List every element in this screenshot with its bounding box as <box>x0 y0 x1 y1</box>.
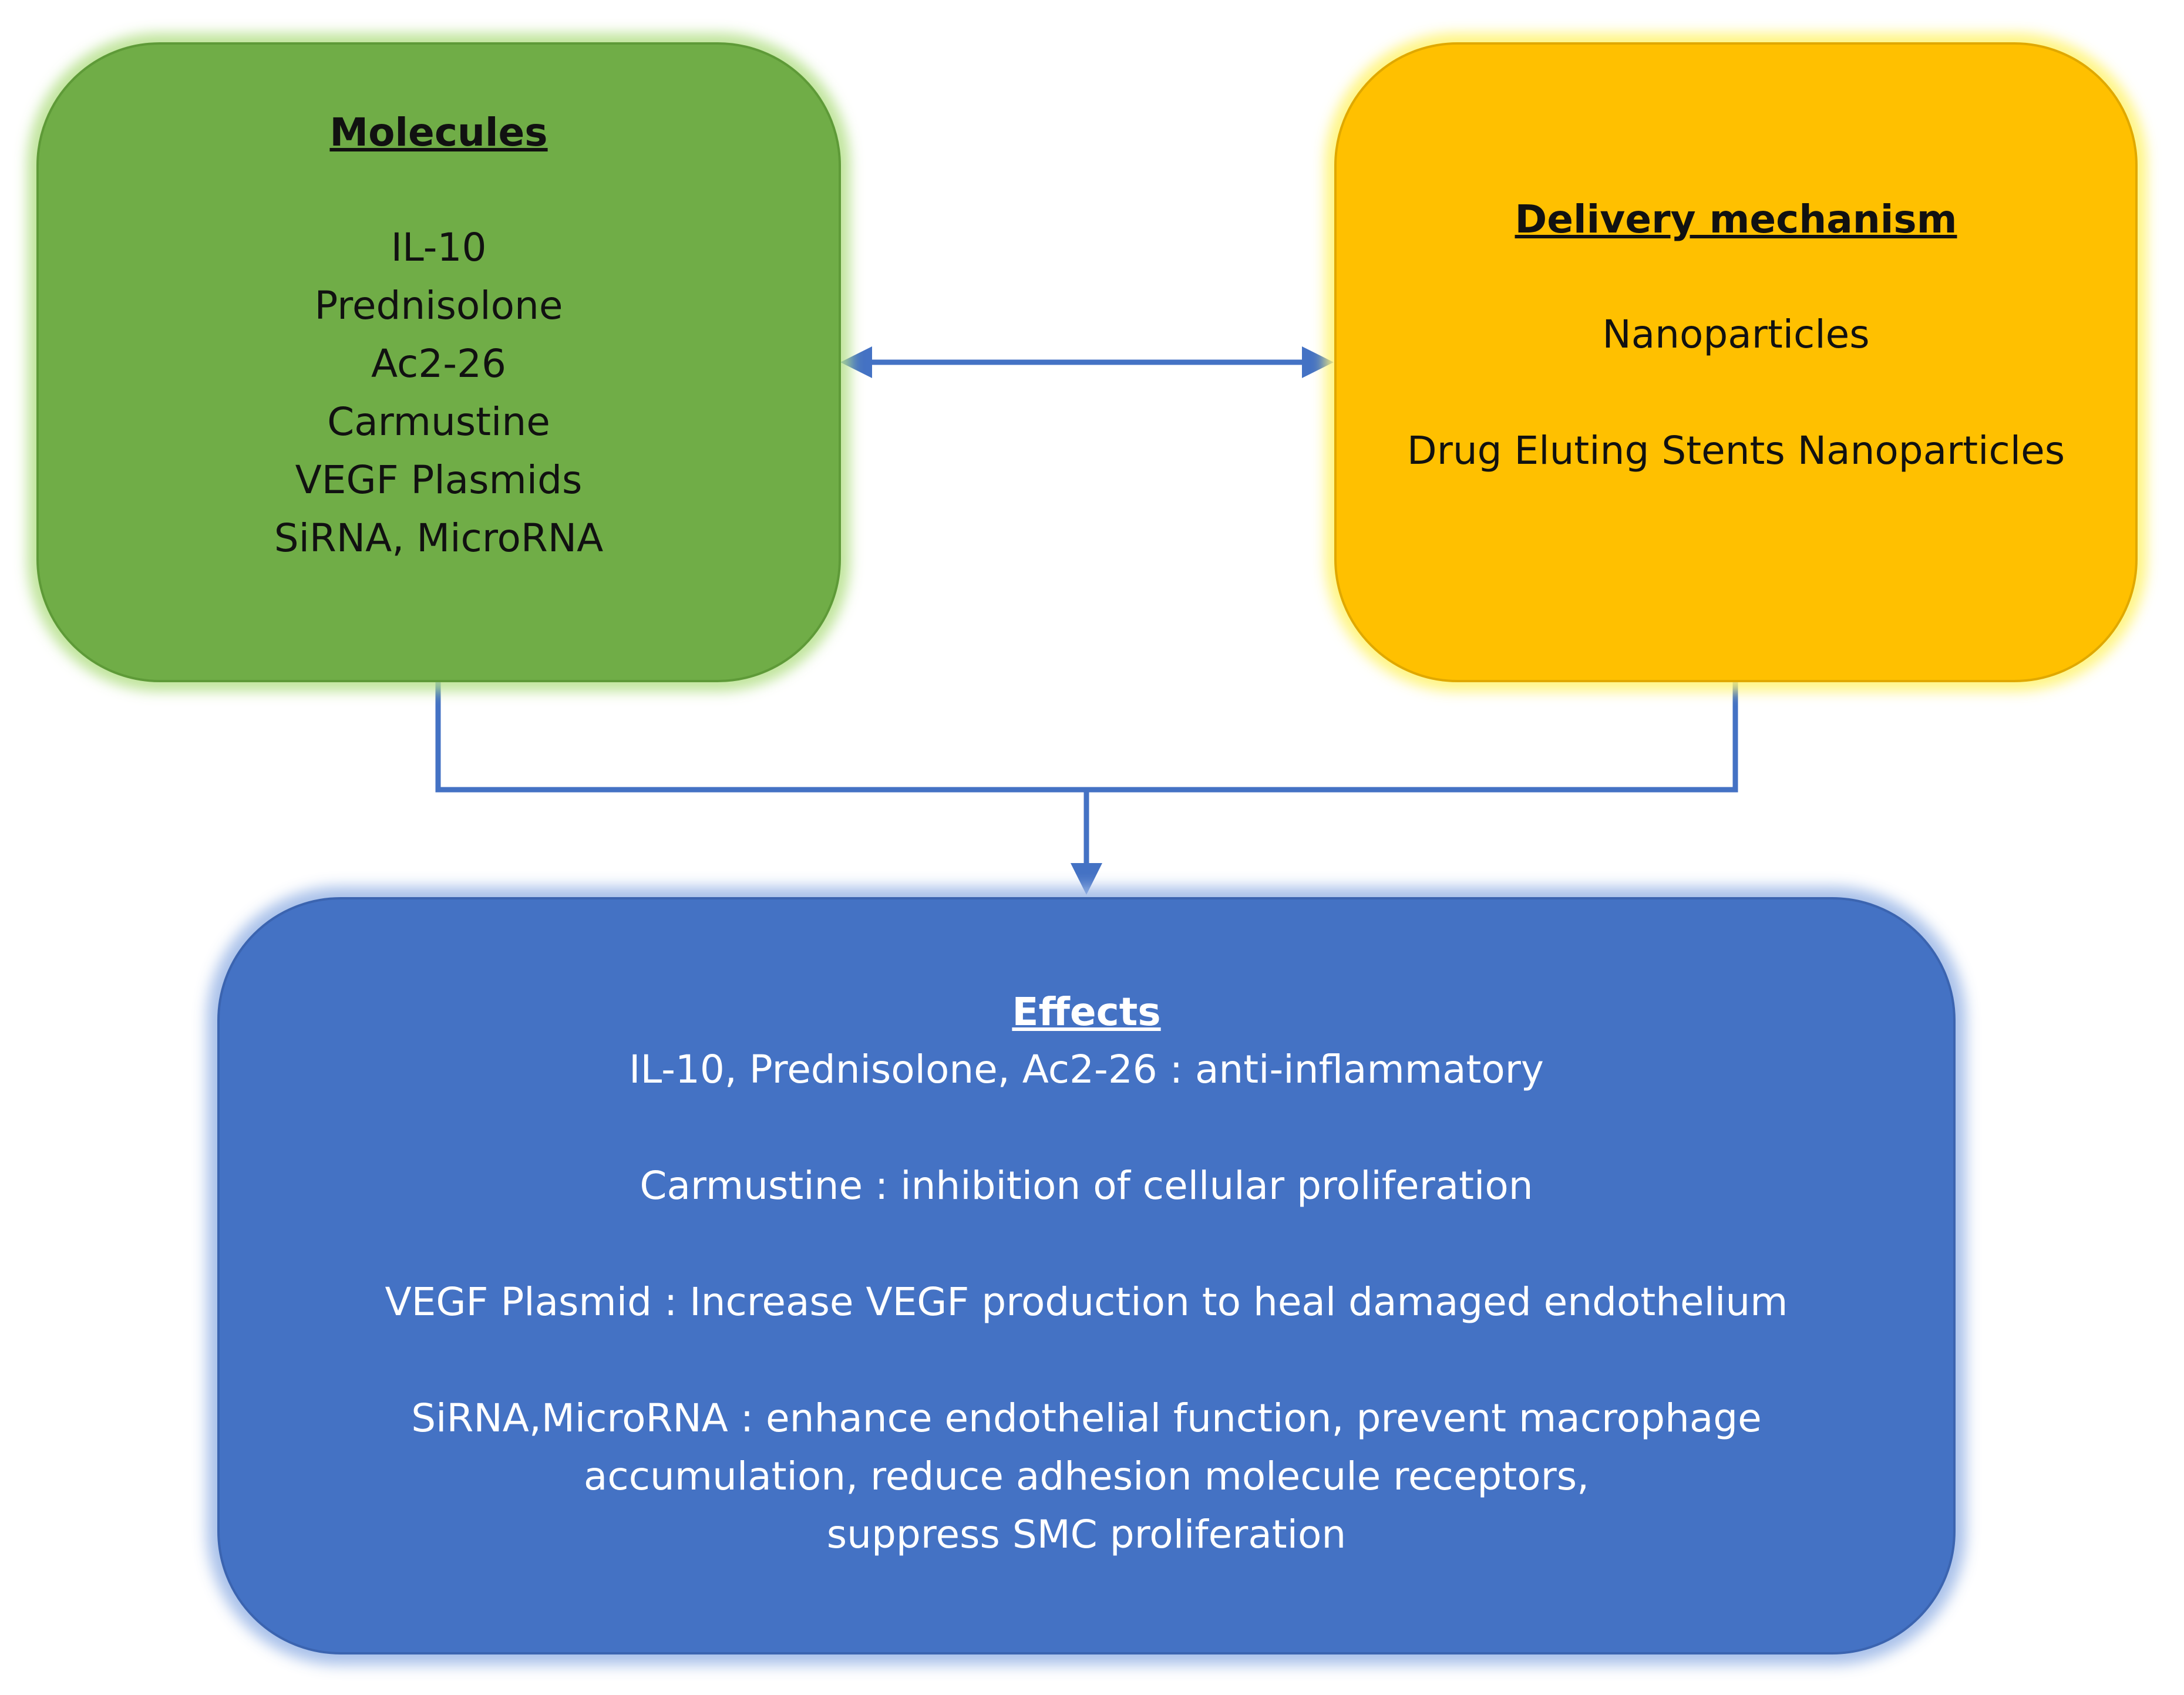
molecule-item: IL-10 <box>391 225 487 270</box>
molecule-item: Carmustine <box>327 399 550 444</box>
merge-connector <box>435 682 1738 793</box>
molecule-item: VEGF Plasmids <box>295 457 583 503</box>
effect-line: SiRNA,MicroRNA : enhance endothelial fun… <box>411 1396 1762 1441</box>
effect-line: suppress SMC proliferation <box>826 1512 1347 1557</box>
molecule-item: Prednisolone <box>314 283 563 328</box>
effects-title: Effects <box>1012 989 1161 1034</box>
effect-line: VEGF Plasmid : Increase VEGF production … <box>385 1279 1788 1325</box>
effect-line: accumulation, reduce adhesion molecule r… <box>583 1454 1590 1499</box>
molecule-item: Ac2-26 <box>371 341 507 386</box>
delivery-item: Drug Eluting Stents Nanoparticles <box>1406 428 2065 473</box>
delivery-item: Nanoparticles <box>1602 312 1870 357</box>
effects-box: Effects IL-10, Prednisolone, Ac2-26 : an… <box>217 897 1956 1654</box>
effect-line: Carmustine : inhibition of cellular prol… <box>640 1163 1533 1208</box>
molecules-box: Molecules IL-10 Prednisolone Ac2-26 Carm… <box>36 42 841 682</box>
delivery-title: Delivery mechanism <box>1515 197 1957 242</box>
molecules-title: Molecules <box>329 110 548 155</box>
delivery-mechanism-box: Delivery mechanism Nanoparticles Drug El… <box>1334 42 2138 682</box>
effect-line: IL-10, Prednisolone, Ac2-26 : anti-infla… <box>629 1047 1544 1092</box>
molecule-item: SiRNA, MicroRNA <box>274 515 604 561</box>
